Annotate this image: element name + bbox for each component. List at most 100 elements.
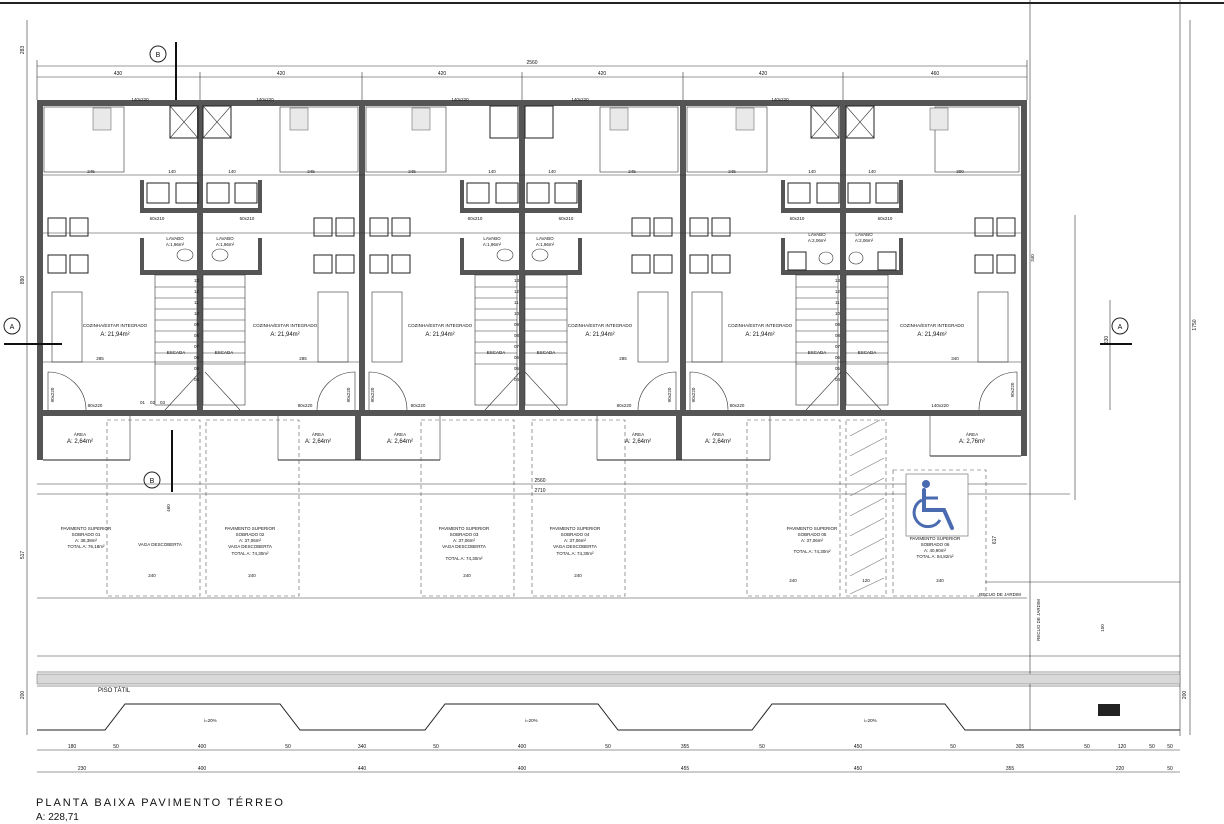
window-label-4: 140x220 bbox=[571, 97, 589, 102]
right-dim-2: 630 bbox=[1104, 336, 1110, 345]
dim-140-d: 140 bbox=[548, 169, 556, 174]
parking-5-l1: PAVIMENTO SUPERIOR bbox=[787, 526, 838, 531]
side-door-2: 90x220 bbox=[346, 387, 351, 402]
left-dim-4: 200 bbox=[20, 691, 26, 700]
area-value-3: A: 2,64m² bbox=[387, 439, 413, 445]
door-label-1: 80x220 bbox=[88, 403, 103, 408]
parking-4-l4: VAGA DESCOBERTA bbox=[553, 544, 597, 549]
lavabo-label-2: LAVABO bbox=[216, 236, 234, 241]
top-dimensions: 2560 430 420 420 420 420 460 bbox=[36, 60, 1028, 100]
section-b-bottom-label: B bbox=[150, 478, 155, 485]
step-06-a: 06 bbox=[194, 355, 200, 360]
left-dimensions: 283 890 517 200 bbox=[20, 20, 28, 735]
step-12-c: 12 bbox=[835, 289, 841, 294]
bdim1-8: 355 bbox=[681, 744, 690, 750]
parking-dim-240-f: 240 bbox=[936, 578, 944, 583]
sheet-frame bbox=[0, 0, 1224, 736]
section-a-left-label: A bbox=[10, 324, 15, 331]
parking-3-l4: VAGA DESCOBERTA bbox=[442, 544, 486, 549]
step-07-a: 07 bbox=[194, 344, 200, 349]
parking-5-l3: A: 37,06m² bbox=[801, 538, 824, 543]
bdim1-9: 50 bbox=[759, 744, 765, 750]
parking-4-l1: PAVIMENTO SUPERIOR bbox=[550, 526, 601, 531]
dim-340: 340 bbox=[951, 356, 959, 361]
kitchen-label-4: COZINHA/ESTAR INTEGRADO bbox=[568, 323, 633, 328]
kitchen-area-4: A: 21,94m² bbox=[585, 332, 614, 338]
piso-tatil-label: PISO TÁTIL bbox=[98, 687, 131, 694]
step-13-c: 13 bbox=[835, 278, 841, 283]
area-value-4: A: 2,64m² bbox=[625, 439, 651, 445]
area-label-3: ÁREA bbox=[394, 431, 406, 437]
parking-3-l1: PAVIMENTO SUPERIOR bbox=[439, 526, 490, 531]
parking-6-l4: TOTAL A: 84,82m² bbox=[917, 554, 954, 559]
wheelchair-icon bbox=[905, 473, 969, 537]
side-door-1: 90x220 bbox=[50, 387, 55, 402]
stairs bbox=[154, 274, 889, 406]
stair-label-4: ESCADA bbox=[537, 350, 556, 355]
stair-label-1: ESCADA bbox=[167, 350, 186, 355]
overall-width-label: 2560 bbox=[526, 60, 537, 66]
parking-dim-240-d: 240 bbox=[574, 573, 582, 578]
bdim2-6: 355 bbox=[1006, 766, 1015, 772]
window-label-3: 140x220 bbox=[451, 97, 469, 102]
bdim1-3: 50 bbox=[285, 744, 291, 750]
dim-285-a: 285 bbox=[96, 356, 104, 361]
title-block: PLANTA BAIXA PAVIMENTO TÉRREO A: 228,71 bbox=[36, 796, 283, 823]
bdim1-4: 340 bbox=[358, 744, 367, 750]
left-dim-2: 890 bbox=[20, 276, 26, 285]
right-dim-818: 340 bbox=[1030, 254, 1035, 262]
lavabo-area-6: A:2,06m² bbox=[855, 238, 874, 243]
dim-300: 300 bbox=[956, 169, 964, 174]
kitchen-area-6: A: 21,94m² bbox=[917, 332, 946, 338]
lavabo-area-2: A:1,96m² bbox=[216, 242, 235, 247]
step-05-c: 05 bbox=[835, 366, 841, 371]
top-dim-5: 420 bbox=[759, 71, 768, 77]
dim-245-a: 245 bbox=[87, 169, 95, 174]
step-04-c: 04 bbox=[835, 377, 841, 382]
parking-4-l3: A: 37,06m² bbox=[564, 538, 587, 543]
bdim1-13: 50 bbox=[1084, 744, 1090, 750]
dim-285-c: 285 bbox=[619, 356, 627, 361]
section-b-top-marker bbox=[149, 45, 167, 63]
parking-dim-120: 120 bbox=[862, 578, 870, 583]
bottom-dimensions: 180 50 400 50 340 50 400 50 355 50 450 5… bbox=[37, 744, 1180, 773]
curb-ramps: i=20% i=20% i=20% bbox=[37, 703, 1180, 731]
section-a-right-marker bbox=[1111, 317, 1129, 335]
top-dim-6: 460 bbox=[931, 71, 940, 77]
lavabo-label-3: LAVABO bbox=[483, 236, 501, 241]
lavabo-area-5: A:2,06m² bbox=[808, 238, 827, 243]
step-04-b: 04 bbox=[514, 377, 520, 382]
kitchen-label-3: COZINHA/ESTAR INTEGRADO bbox=[408, 323, 473, 328]
dim-245-e: 245 bbox=[728, 169, 736, 174]
width-2560-label: 2560 bbox=[534, 478, 545, 484]
parking-3-l2: SOBRADO 03 bbox=[450, 532, 479, 537]
lavabo-label-6: LAVABO bbox=[855, 232, 873, 237]
dim-140-e: 140 bbox=[808, 169, 816, 174]
area-value-1: A: 2,64m² bbox=[67, 439, 93, 445]
opening-labels: 140x220 140x220 140x220 140x220 140x220 … bbox=[50, 97, 1015, 408]
bdim1-15: 50 bbox=[1149, 744, 1155, 750]
door-label-5: 80x220 bbox=[730, 403, 745, 408]
bdim2-0: 230 bbox=[78, 766, 87, 772]
area-value-2: A: 2,64m² bbox=[305, 439, 331, 445]
kitchen-counters bbox=[43, 106, 1020, 363]
dim-245-b: 245 bbox=[307, 169, 315, 174]
lavabo-area-3: A:1,96m² bbox=[483, 242, 502, 247]
area-label-6: ÁREA bbox=[966, 431, 978, 437]
step-03-a: 03 bbox=[160, 400, 166, 405]
section-a-right-label: A bbox=[1118, 324, 1123, 331]
step-11-c: 11 bbox=[835, 300, 840, 305]
window-label-5: 140x220 bbox=[771, 97, 789, 102]
parking-3-vaga: TOTAL A: 74,30m² bbox=[446, 556, 483, 561]
area-label-1: ÁREA bbox=[74, 431, 86, 437]
window-label-2: 140x220 bbox=[256, 97, 274, 102]
step-09-c: 09 bbox=[835, 322, 841, 327]
step-08-c: 08 bbox=[835, 333, 841, 338]
parking-2-l1: PAVIMENTO SUPERIOR bbox=[225, 526, 276, 531]
area-label-5: ÁREA bbox=[712, 431, 724, 437]
area-label-2: ÁREA bbox=[312, 431, 324, 437]
step-06-c: 06 bbox=[835, 355, 841, 360]
area-label-4: ÁREA bbox=[632, 431, 644, 437]
right-dim-1: 1750 bbox=[1192, 319, 1198, 330]
sidewalk: PISO TÁTIL bbox=[36, 655, 1181, 694]
